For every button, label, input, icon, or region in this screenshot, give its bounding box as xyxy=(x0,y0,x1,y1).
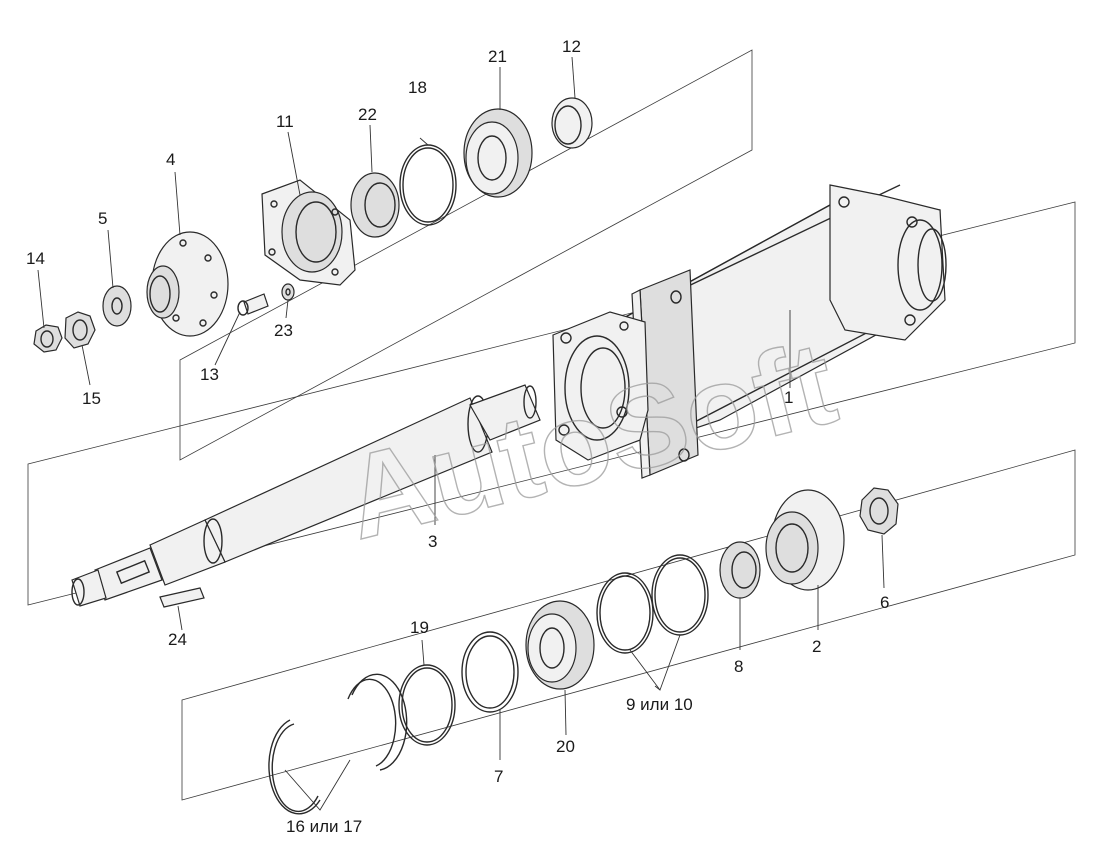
part-9-10-rings xyxy=(596,554,709,654)
callout-24: 24 xyxy=(168,630,187,649)
part-12-sleeve xyxy=(551,97,593,149)
part-7-ring xyxy=(461,631,519,713)
callout-16-17: 16 или 17 xyxy=(286,817,362,836)
part-6-nut xyxy=(859,487,899,535)
callout-5: 5 xyxy=(98,209,107,228)
upper-plane xyxy=(179,49,753,461)
part-22-seal xyxy=(350,172,400,238)
part-13-bolt xyxy=(237,293,269,316)
part-24-key xyxy=(159,587,205,608)
part-21-bearing xyxy=(463,108,533,198)
callout-22: 22 xyxy=(358,105,377,124)
part-5-washer xyxy=(102,285,132,327)
callout-19: 19 xyxy=(410,618,429,637)
part-15-nut xyxy=(64,311,96,349)
housing xyxy=(552,184,947,479)
callout-3: 3 xyxy=(428,532,437,551)
callout-1: 1 xyxy=(784,388,793,407)
callout-13: 13 xyxy=(200,365,219,384)
part-23-washer xyxy=(281,283,295,301)
callout-23: 23 xyxy=(274,321,293,340)
part-2-flange xyxy=(765,489,845,591)
callout-4: 4 xyxy=(166,150,175,169)
part-8-seal xyxy=(719,541,761,599)
callout-8: 8 xyxy=(734,657,743,676)
callout-2: 2 xyxy=(812,637,821,656)
callout-11: 11 xyxy=(276,112,294,131)
callout-18: 18 xyxy=(408,78,427,97)
callout-labels: 1 2 3 4 5 6 7 8 9 или 10 11 12 13 14 15 … xyxy=(26,37,889,836)
callout-12: 12 xyxy=(562,37,581,56)
part-19-ring xyxy=(398,664,456,746)
callout-6: 6 xyxy=(880,593,889,612)
callout-15: 15 xyxy=(82,389,101,408)
part-4-flange xyxy=(146,231,229,337)
callout-14: 14 xyxy=(26,249,45,268)
callout-9-10: 9 или 10 xyxy=(626,695,693,714)
callout-20: 20 xyxy=(556,737,575,756)
callout-7: 7 xyxy=(494,767,503,786)
shaft xyxy=(71,384,541,607)
part-14-nut xyxy=(33,324,63,353)
part-20-bearing xyxy=(525,600,595,690)
leader-lines xyxy=(37,56,885,811)
callout-21: 21 xyxy=(488,47,507,66)
part-11-cover xyxy=(261,179,356,286)
part-18-ring xyxy=(399,144,457,226)
